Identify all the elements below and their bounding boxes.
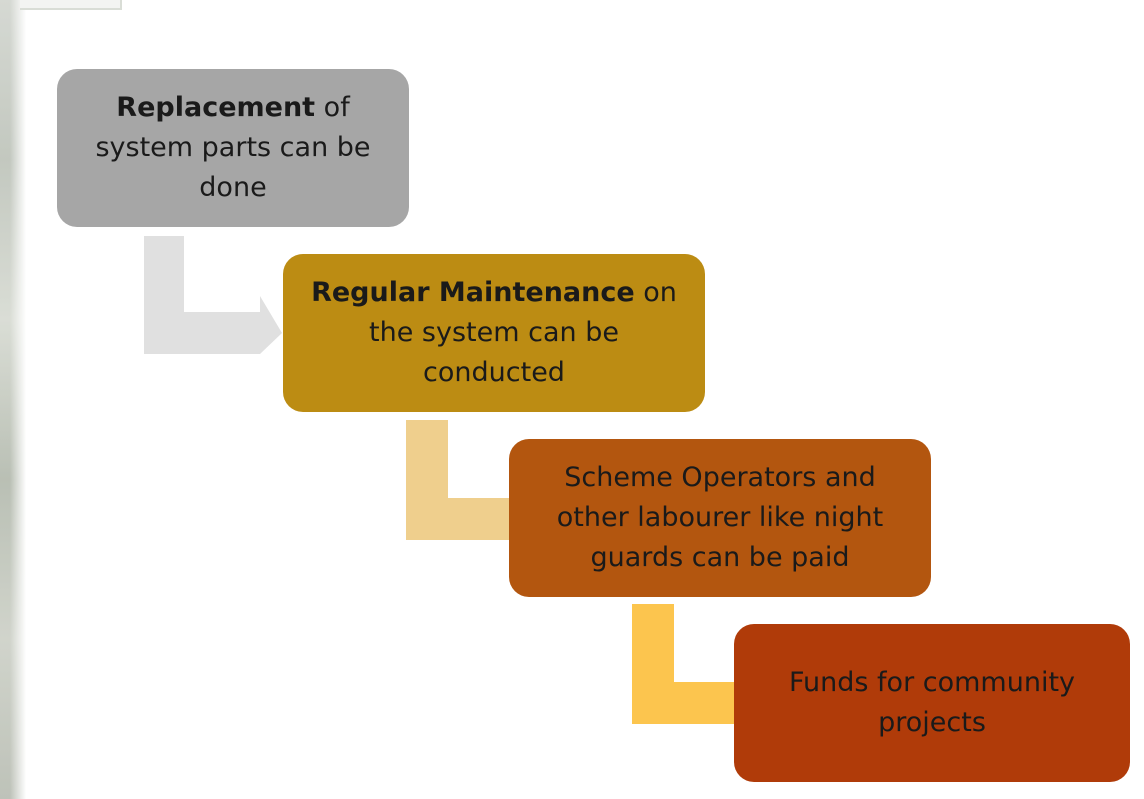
step-bold-maintenance: Regular Maintenance — [311, 277, 635, 308]
connector-arrow-3 — [632, 604, 738, 724]
connector-arrow-2 — [406, 420, 512, 540]
step-bold-replacement: Replacement — [116, 92, 316, 123]
background-photo-edge — [0, 0, 26, 799]
step-box-operators: Scheme Operators and other labourer like… — [509, 439, 931, 597]
step-rest-replacement: of system parts can be done — [95, 92, 371, 203]
step-text-maintenance: Regular Maintenance on the system can be… — [301, 273, 687, 393]
step-box-replacement: Replacement of system parts can be done — [57, 69, 409, 227]
step-rest-community-funds: Funds for community projects — [788, 667, 1076, 738]
step-text-operators: Scheme Operators and other labourer like… — [527, 458, 913, 578]
step-text-community-funds: Funds for community projects — [752, 663, 1112, 743]
step-rest-maintenance: on the system can be conducted — [369, 277, 677, 388]
top-left-frame — [20, 0, 122, 10]
step-text-replacement: Replacement of system parts can be done — [75, 88, 391, 208]
step-box-maintenance: Regular Maintenance on the system can be… — [283, 254, 705, 412]
step-rest-operators: Scheme Operators and other labourer like… — [556, 462, 884, 573]
connector-arrow-1 — [144, 236, 282, 354]
step-box-community-funds: Funds for community projects — [734, 624, 1130, 782]
